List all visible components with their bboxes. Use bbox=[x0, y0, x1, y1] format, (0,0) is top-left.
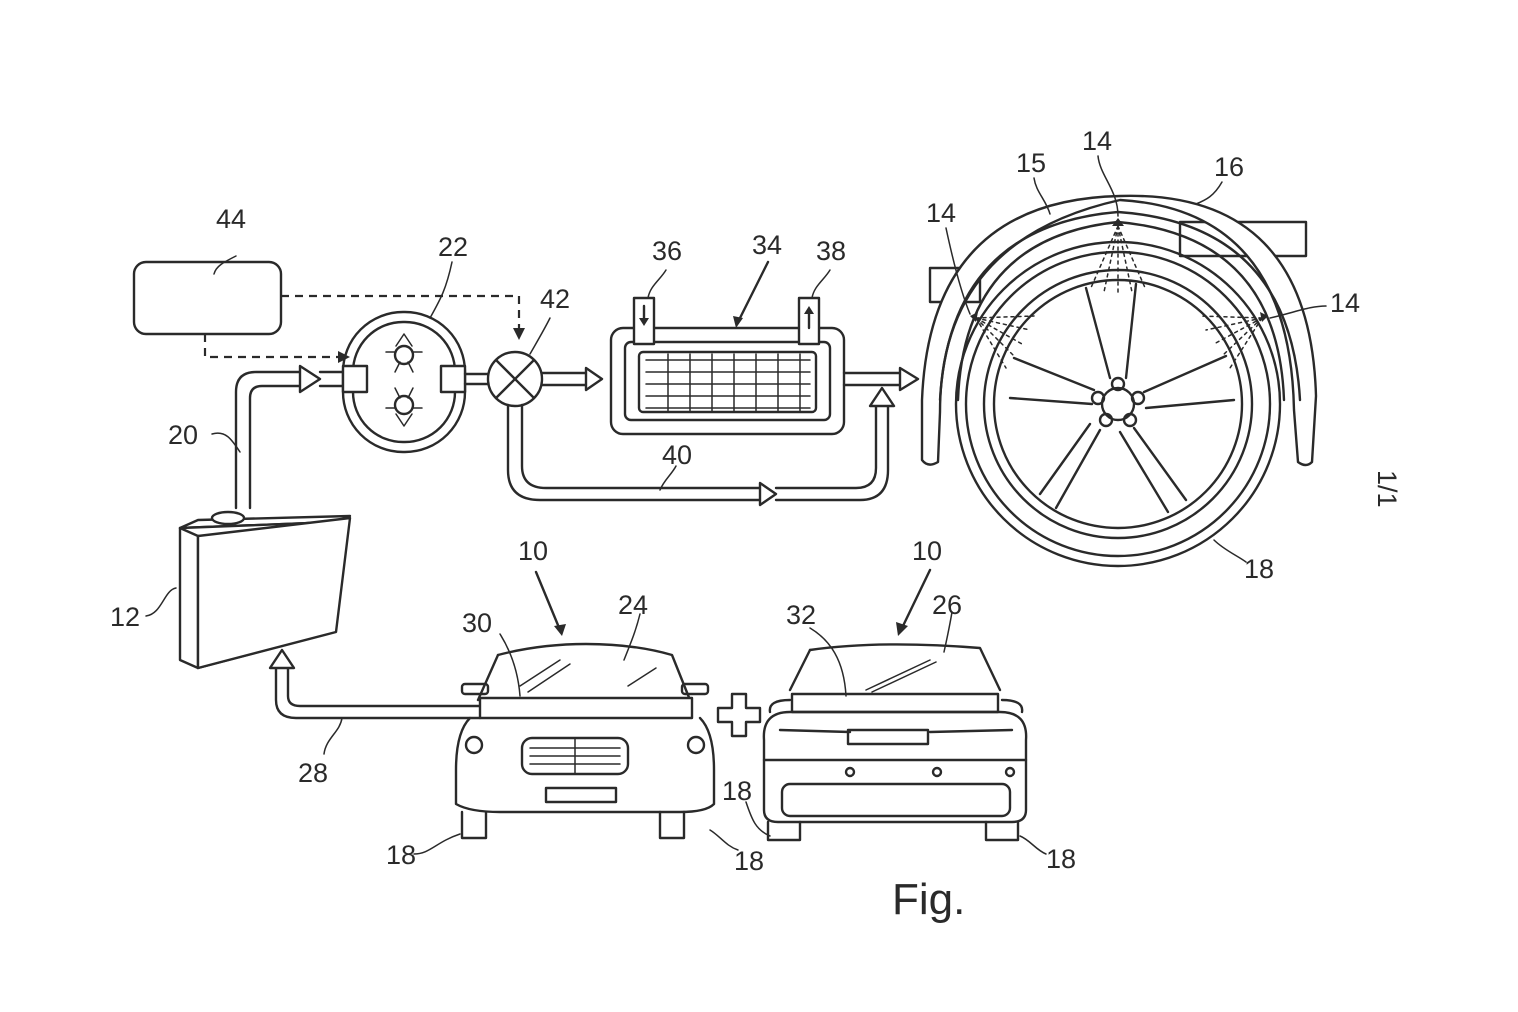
label-hx-outlet: 38 bbox=[816, 236, 846, 266]
figure-caption: Fig. bbox=[892, 875, 965, 924]
fluid-tank: 12 bbox=[110, 510, 352, 670]
pump-rotor-bottom bbox=[385, 387, 423, 427]
pump-rotor-top bbox=[385, 333, 423, 373]
plus-sign bbox=[716, 692, 762, 738]
label-rear-collector: 32 bbox=[786, 600, 816, 630]
label-nozzle-left: 14 bbox=[926, 198, 956, 228]
spray-left bbox=[970, 312, 1035, 369]
control-unit: 44 bbox=[132, 204, 283, 336]
sheet-number: 1/1 bbox=[1372, 470, 1402, 508]
label-wheel-main: 18 bbox=[1244, 554, 1274, 584]
label-vehicle-front: 10 bbox=[518, 536, 548, 566]
label-arch-liner: 15 bbox=[1016, 148, 1046, 178]
pump: 22 bbox=[341, 232, 468, 454]
label-heat-exchanger: 34 bbox=[752, 230, 782, 260]
bypass-line: 40 bbox=[506, 386, 896, 507]
label-vehicle-rear: 10 bbox=[912, 536, 942, 566]
vehicle-front-view bbox=[413, 570, 739, 855]
label-supply-line: 20 bbox=[168, 420, 198, 450]
pump-outlet-line bbox=[463, 372, 490, 386]
label-tank: 12 bbox=[110, 602, 140, 632]
label-front-wheel-left: 18 bbox=[386, 840, 416, 870]
wheel-spokes bbox=[1008, 282, 1236, 514]
heat-exchanger: 36 38 34 bbox=[609, 230, 846, 436]
label-return-line: 28 bbox=[298, 758, 328, 788]
signal-lines bbox=[203, 294, 525, 363]
label-rear-window: 26 bbox=[932, 590, 962, 620]
label-wheel-arch: 16 bbox=[1214, 152, 1244, 182]
label-windshield: 24 bbox=[618, 590, 648, 620]
spray-top bbox=[1089, 218, 1147, 295]
label-front-collector: 30 bbox=[462, 608, 492, 638]
label-bypass: 40 bbox=[662, 440, 692, 470]
hx-grid bbox=[645, 353, 811, 413]
valve-to-hx-line bbox=[540, 366, 604, 392]
label-valve: 42 bbox=[540, 284, 570, 314]
wheel-assembly bbox=[920, 155, 1327, 568]
label-hx-inlet: 36 bbox=[652, 236, 682, 266]
label-control-unit: 44 bbox=[216, 204, 246, 234]
valve: 42 bbox=[486, 284, 570, 408]
spray-right bbox=[1199, 312, 1268, 369]
label-nozzle-right: 14 bbox=[1330, 288, 1360, 318]
label-nozzle-top: 14 bbox=[1082, 126, 1112, 156]
label-rear-wheel-left: 18 bbox=[722, 776, 752, 806]
hx-to-wheel-line bbox=[842, 366, 920, 392]
vehicle-rear-view bbox=[745, 568, 1047, 855]
label-front-wheel-right: 18 bbox=[734, 846, 764, 876]
supply-line: 20 bbox=[168, 364, 347, 510]
label-rear-wheel-right: 18 bbox=[1046, 844, 1076, 874]
label-pump: 22 bbox=[438, 232, 468, 262]
return-line: 28 bbox=[268, 648, 482, 788]
